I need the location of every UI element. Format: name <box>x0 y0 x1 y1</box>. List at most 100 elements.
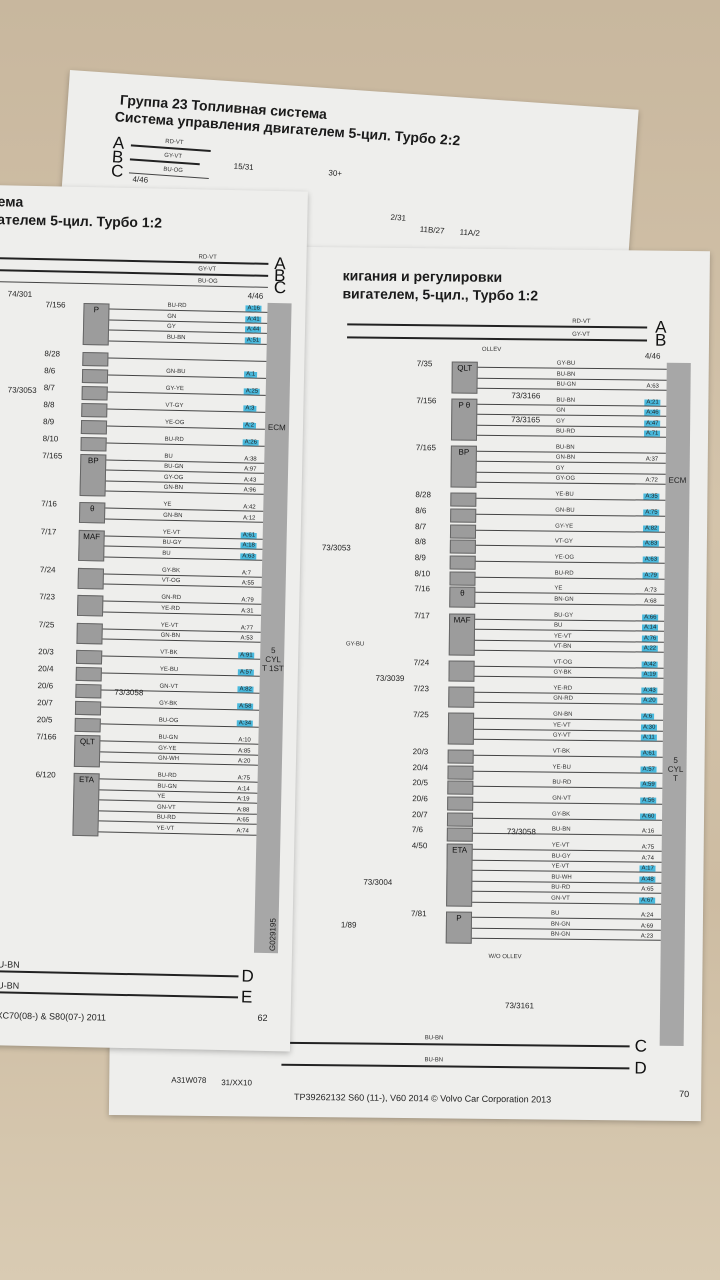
wire-color: VT-OG <box>553 659 573 666</box>
output-d: D <box>241 966 254 986</box>
wire <box>102 638 261 643</box>
ground-ref: A31W078 <box>171 1075 207 1085</box>
ref-label: 11A/2 <box>459 227 481 238</box>
ecm-pin: A:58 <box>237 703 254 710</box>
component-ref: 7/6 <box>411 825 424 835</box>
wire <box>477 434 667 438</box>
ecm-pin: A:73 <box>644 587 657 594</box>
wire <box>477 366 667 370</box>
ecm-pin: A:44 <box>244 326 262 333</box>
component-symbol <box>81 368 109 384</box>
wire-color: BU <box>554 622 563 629</box>
ref-label: 11B/27 <box>419 224 445 236</box>
wire-color: YE-VT <box>552 722 571 729</box>
output-c: C <box>110 161 124 181</box>
component-ref: 8/8 <box>414 537 427 547</box>
ecm-pin: A:20 <box>641 697 658 705</box>
component-symbol <box>80 419 108 435</box>
wire-color: GN-VT <box>551 895 570 902</box>
component-symbol: P θ <box>450 398 478 441</box>
ecm-pin: A:46 <box>644 409 661 416</box>
component-ref: 7/25 <box>38 619 55 629</box>
ecm-pin: A:42 <box>243 504 256 511</box>
component-ref: 7/16 <box>41 499 58 509</box>
component-ref: 20/3 <box>38 647 54 657</box>
wire-label: BU-OG <box>197 278 218 285</box>
wire <box>477 413 667 417</box>
wire <box>109 308 268 313</box>
ecm-ref: 4/46 <box>644 351 661 361</box>
wire <box>101 706 260 711</box>
wire-color: BU-BN <box>166 334 186 341</box>
cyl-label: 5 CYL T <box>667 755 684 783</box>
wire-label: BU-BN <box>424 1035 444 1042</box>
wire <box>107 408 266 413</box>
wire-color: GN-BN <box>163 512 183 519</box>
wire-color: BN-GN <box>550 931 571 938</box>
component-ref: 4/50 <box>411 841 428 851</box>
wire <box>99 778 258 783</box>
ecm-pin: A:19 <box>641 671 658 678</box>
cyl-label: 5 CYL T 1ST <box>262 645 284 674</box>
wire-color: BU-RD <box>554 570 574 577</box>
component-symbol <box>80 436 107 451</box>
ecm-pin: A:24 <box>640 912 654 919</box>
wire-color: BU-RD <box>552 779 572 786</box>
wire-color: BU-RD <box>157 772 177 780</box>
wire <box>102 627 261 633</box>
component-symbol: QLT <box>73 734 101 767</box>
wire <box>475 576 665 580</box>
component-symbol <box>450 508 477 523</box>
wire <box>104 545 263 550</box>
wire-color: BU <box>164 453 173 460</box>
splice-label: 73/3058 <box>506 827 536 837</box>
wire <box>0 257 269 265</box>
ecm-pin: A:65 <box>641 886 654 893</box>
ecm-pin: A:63 <box>646 383 659 390</box>
wire <box>472 859 662 863</box>
wire-color: GY-OG <box>163 474 184 481</box>
component-symbol <box>74 717 101 733</box>
wire-color: GY-YE <box>555 523 574 530</box>
wire-label: RD-VT <box>572 318 591 325</box>
wire-label: GY-VT <box>572 331 590 338</box>
component-ref: 8/8 <box>43 399 55 409</box>
wire-color: GN-VT <box>159 683 179 691</box>
wire <box>103 610 262 616</box>
ref-label: 15/31 <box>233 161 254 173</box>
left-page: ема ателем 5-цил. Турбо 1:2 A B C RD-VT … <box>0 185 308 1052</box>
ecm-pin: A:23 <box>640 933 654 940</box>
wire <box>473 728 663 732</box>
component-ref: 7/24 <box>39 564 56 574</box>
ref-label: 2/31 <box>390 212 407 223</box>
ecm-pin: A:77 <box>240 624 254 632</box>
component-symbol <box>76 594 104 617</box>
wire <box>476 529 666 533</box>
ecm-pin: A:53 <box>240 635 253 642</box>
wire-color: BU-GY <box>162 539 182 547</box>
wire-color: GN-RD <box>161 594 182 602</box>
wire-color: GN-VT <box>156 804 176 811</box>
component-ref: 8/28 <box>44 348 61 359</box>
wire <box>477 403 667 407</box>
ecm-pin: A:74 <box>236 827 249 835</box>
ecm-pin: A:74 <box>641 855 654 862</box>
ecm-pin: A:83 <box>642 540 660 547</box>
wire <box>106 425 265 430</box>
wire <box>475 618 665 622</box>
component-ref: 20/5 <box>412 778 429 788</box>
component-ref: 20/3 <box>412 746 429 757</box>
wire <box>472 833 662 837</box>
ecm-pin: A:37 <box>645 456 659 464</box>
wire <box>471 927 661 931</box>
component-symbol <box>75 649 103 665</box>
component-symbol <box>75 683 102 699</box>
wire <box>99 788 258 794</box>
ecm-pin: A:57 <box>640 766 657 773</box>
wire <box>0 269 269 277</box>
wire <box>103 583 262 588</box>
component-ref: 8/6 <box>415 505 427 516</box>
component-symbol: P <box>82 302 110 346</box>
wire-color: GY-YE <box>158 745 177 752</box>
wire-color: BU-GN <box>556 381 576 388</box>
